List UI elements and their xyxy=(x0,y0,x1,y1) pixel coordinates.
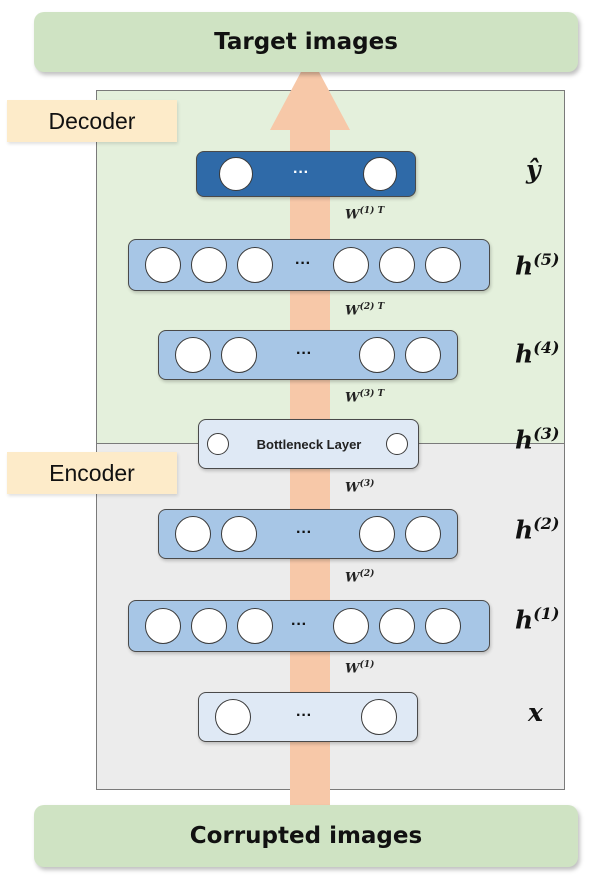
hidden-layer-h4: ··· xyxy=(158,330,458,380)
neuron xyxy=(425,247,461,283)
encoder-label: Encoder xyxy=(49,459,135,486)
neuron xyxy=(405,337,441,373)
target-images-label: Target images xyxy=(214,29,398,55)
layer-label-h5: h(5) xyxy=(515,250,560,281)
layer-label-h1: h(1) xyxy=(515,604,560,635)
neuron xyxy=(191,247,227,283)
weight-label-w1: W(1) xyxy=(345,660,375,677)
weight-label-w3: W(3) xyxy=(345,479,375,496)
layer-label-h3: h(3) xyxy=(515,424,560,455)
ellipsis: ··· xyxy=(293,164,309,181)
neuron xyxy=(175,337,211,373)
ellipsis: ··· xyxy=(296,345,312,362)
ellipsis: ··· xyxy=(296,707,312,724)
neuron xyxy=(386,433,408,455)
decoder-label: Decoder xyxy=(48,107,136,134)
decoder-tag: Decoder xyxy=(7,100,177,142)
neuron xyxy=(237,247,273,283)
weight-label-w2-transpose: W(2) T xyxy=(345,302,385,319)
ellipsis: ··· xyxy=(295,255,311,272)
bottleneck-layer: Bottleneck Layer xyxy=(198,419,419,469)
neuron xyxy=(359,337,395,373)
neuron xyxy=(361,699,397,735)
layer-label-h2: h(2) xyxy=(515,514,560,545)
output-layer-y-hat: ··· xyxy=(196,151,416,197)
neuron xyxy=(175,516,211,552)
neuron xyxy=(363,157,397,191)
ellipsis: ··· xyxy=(296,524,312,541)
neuron xyxy=(207,433,229,455)
neuron xyxy=(333,608,369,644)
neuron xyxy=(219,157,253,191)
layer-label-h4: h(4) xyxy=(515,338,560,369)
neuron xyxy=(145,608,181,644)
corrupted-images-label: Corrupted images xyxy=(189,823,423,849)
neuron xyxy=(221,337,257,373)
weight-label-w3-transpose: W(3) T xyxy=(345,389,385,406)
input-layer-x: ··· xyxy=(198,692,418,742)
neuron xyxy=(405,516,441,552)
ellipsis: ··· xyxy=(291,616,307,633)
neuron xyxy=(145,247,181,283)
neuron xyxy=(215,699,251,735)
weight-label-w2: W(2) xyxy=(345,569,375,586)
hidden-layer-h1: ··· xyxy=(128,600,490,652)
target-images-banner: Target images xyxy=(34,12,578,72)
neuron xyxy=(237,608,273,644)
hidden-layer-h2: ··· xyxy=(158,509,458,559)
hidden-layer-h5: ··· xyxy=(128,239,490,291)
weight-label-w1-transpose: W(1) T xyxy=(345,206,385,223)
neuron xyxy=(221,516,257,552)
layer-label-y-hat: ŷ xyxy=(526,155,541,184)
layer-label-x: x xyxy=(528,698,543,727)
neuron xyxy=(379,247,415,283)
neuron xyxy=(359,516,395,552)
neuron xyxy=(191,608,227,644)
bottleneck-label: Bottleneck Layer xyxy=(256,436,362,452)
encoder-tag: Encoder xyxy=(7,452,177,494)
neuron xyxy=(333,247,369,283)
corrupted-images-banner: Corrupted images xyxy=(34,805,578,867)
neuron xyxy=(425,608,461,644)
neuron xyxy=(379,608,415,644)
